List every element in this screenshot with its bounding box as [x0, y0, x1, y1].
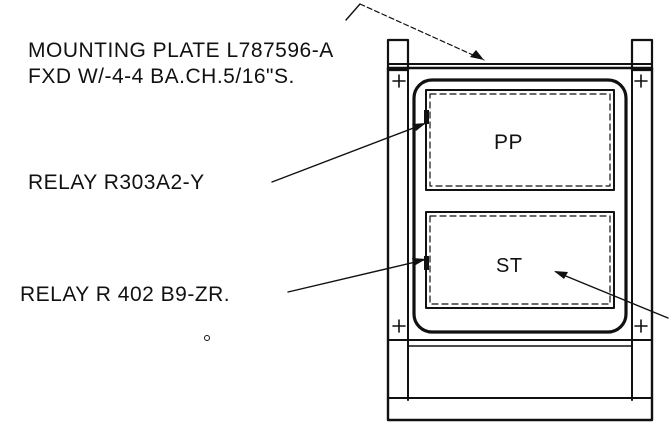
- st-relay-leader: [555, 271, 669, 319]
- mounting-plate-label-line2: FXD W/-4-4 BA.CH.5/16"S.: [28, 65, 295, 88]
- upper-relay-dashed: [429, 93, 611, 187]
- mounting-plate-label-line1: MOUNTING PLATE L787596-A: [28, 39, 334, 62]
- stray-mark: [204, 335, 210, 341]
- fixing-marks: [392, 74, 648, 333]
- lower-relay-contact: [424, 256, 429, 270]
- lower-relay-label: RELAY R 402 B9-ZR.: [20, 283, 231, 306]
- pp-relay-label: PP: [494, 131, 524, 154]
- mounting-frame: [386, 66, 654, 422]
- upper-relay-leader: [271, 123, 425, 183]
- left-post: [386, 38, 410, 72]
- upper-relay-contact: [424, 110, 429, 124]
- upper-relay-body: [425, 89, 615, 191]
- mounting-plate-outline: [412, 78, 628, 334]
- lower-relay-leader: [287, 259, 425, 293]
- right-post: [630, 38, 654, 72]
- mounting-plate-arrowhead: [470, 50, 484, 60]
- st-relay-label: ST: [496, 255, 523, 277]
- mounting-plate-leader: [359, 3, 485, 61]
- upper-relay-arrowhead: [412, 123, 426, 131]
- mounting-plate-leader-tail: [345, 3, 361, 21]
- lower-relay-arrowhead: [412, 258, 426, 266]
- lower-relay-dashed: [429, 215, 611, 305]
- upper-relay-label: RELAY R303A2-Y: [28, 171, 205, 194]
- st-relay-arrowhead: [554, 271, 568, 279]
